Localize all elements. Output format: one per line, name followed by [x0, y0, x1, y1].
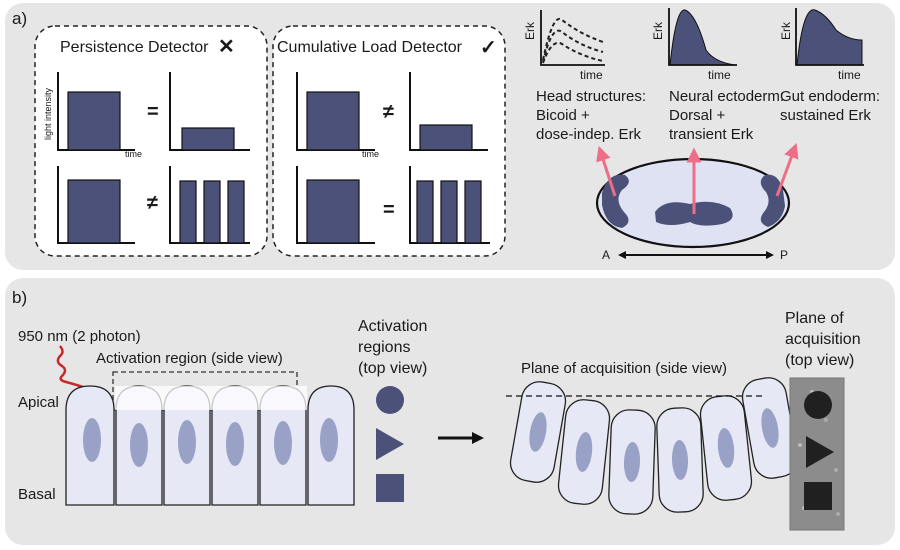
- posterior-label: P: [780, 248, 788, 262]
- light-pulse-bar: [227, 180, 245, 244]
- nucleus: [130, 423, 148, 467]
- erk-plot-gut: Erk time: [779, 8, 864, 82]
- time-axis-label: time: [708, 68, 731, 82]
- light-pulse-bar: [306, 179, 360, 244]
- nucleus: [320, 418, 338, 462]
- light-pulse-bar: [67, 179, 121, 244]
- acquisition-top-line-1: Plane of: [785, 310, 844, 327]
- erk-curve-dashed: [542, 29, 604, 63]
- not-equal-sign: ≠: [383, 101, 394, 123]
- persistence-plot-top-right: time: [125, 72, 250, 159]
- erk-curve-transient: [669, 9, 736, 66]
- persistence-title: Persistence Detector: [60, 39, 209, 56]
- triangle-activation-shape: [376, 428, 404, 460]
- activated-apical-region: [115, 386, 307, 410]
- nucleus: [761, 408, 779, 448]
- time-axis-label: time: [580, 68, 603, 82]
- time-axis-label: time: [838, 68, 861, 82]
- neural-ectoderm-line-2: Dorsal +: [669, 107, 726, 124]
- check-icon: ✓: [480, 37, 497, 59]
- head-structures-line-3: dose-indep. Erk: [536, 126, 642, 143]
- nucleus: [623, 442, 641, 482]
- light-pulse-bar: [203, 180, 221, 244]
- basal-label: Basal: [18, 486, 56, 503]
- cumulative-plot-top-left: [296, 72, 375, 151]
- acquisition-micrograph: [789, 377, 845, 531]
- light-pulse-bar: [416, 180, 434, 244]
- embryo-diagram: [595, 142, 799, 249]
- x-axis-label: time: [362, 149, 379, 159]
- light-pulse-bar: [419, 124, 473, 151]
- acquisition-top-line-3: (top view): [785, 352, 854, 369]
- panel-a-label: a): [12, 9, 27, 28]
- activation-regions-line-3: (top view): [358, 360, 427, 377]
- square-activation-shape: [376, 474, 404, 502]
- persistence-plot-bottom-right: [169, 166, 250, 244]
- light-pulse-bar: [67, 91, 121, 151]
- cumulative-plot-bottom-left: [296, 166, 375, 244]
- acquisition-side-label: Plane of acquisition (side view): [521, 360, 727, 377]
- square-pattern-dark: [804, 482, 832, 510]
- neural-ectoderm-line-3: transient Erk: [669, 126, 754, 143]
- head-structures-line-2: Bicoid +: [536, 107, 590, 124]
- gut-endoderm-line-2: sustained Erk: [780, 107, 871, 124]
- anterior-label: A: [602, 248, 610, 262]
- persistence-detector: Persistence Detector ✕ light intensity =…: [34, 25, 268, 257]
- erk-curve-sustained: [796, 9, 863, 66]
- acquisition-top-line-2: acquisition: [785, 331, 861, 348]
- panel-b-label: b): [12, 288, 27, 307]
- cumulative-plot-bottom-right: [409, 166, 490, 244]
- light-pulse-bar: [440, 180, 458, 244]
- nucleus: [529, 412, 547, 452]
- head-region: [602, 174, 629, 228]
- light-pulse-bar: [179, 180, 197, 244]
- nucleus: [717, 428, 735, 468]
- erk-plot-head: Erk time: [523, 10, 605, 82]
- nucleus: [83, 418, 101, 462]
- x-axis-label: time: [125, 149, 142, 159]
- laser-wavelength-label: 950 nm (2 photon): [18, 328, 141, 345]
- cumulative-plot-top-right: time: [362, 72, 488, 159]
- not-equal-sign: ≠: [147, 192, 158, 214]
- gut-arrow: [775, 142, 799, 197]
- light-pulse-bar: [464, 180, 482, 244]
- nucleus: [178, 420, 196, 464]
- gut-endoderm-line-1: Gut endoderm:: [780, 88, 880, 105]
- light-pulse-bar: [306, 91, 360, 151]
- persistence-plot-bottom-left: [57, 166, 135, 244]
- cumulative-title: Cumulative Load Detector: [277, 39, 463, 56]
- y-axis-label: light intensity: [43, 87, 53, 140]
- equal-sign: =: [147, 101, 159, 123]
- erk-axis-label: Erk: [651, 21, 665, 40]
- head-arrow: [596, 145, 617, 197]
- persistence-plot-top-left: light intensity: [43, 72, 135, 151]
- erk-curve-dashed: [542, 17, 604, 61]
- curved-epithelium: [509, 377, 799, 515]
- nucleus: [575, 432, 593, 472]
- head-structures-line-1: Head structures:: [536, 88, 646, 105]
- cumulative-load-detector: Cumulative Load Detector ✓ ≠ time =: [272, 25, 506, 257]
- triangle-pattern-dark: [806, 436, 834, 468]
- nucleus: [671, 440, 689, 480]
- circle-pattern-dark: [804, 391, 832, 419]
- circle-activation-shape: [376, 386, 404, 414]
- nucleus: [226, 422, 244, 466]
- neural-ectoderm-line-1: Neural ectoderm:: [669, 88, 784, 105]
- erk-axis-label: Erk: [523, 21, 537, 40]
- equal-sign: =: [383, 199, 395, 221]
- activation-region-side-label: Activation region (side view): [96, 350, 283, 367]
- epithelium-side-view: [65, 385, 355, 506]
- activation-regions-line-1: Activation: [358, 318, 427, 335]
- apical-label: Apical: [18, 394, 59, 411]
- light-pulse-bar: [181, 127, 235, 151]
- activation-regions-line-2: regions: [358, 339, 410, 356]
- erk-axis-label: Erk: [779, 21, 793, 40]
- cross-icon: ✕: [218, 36, 235, 58]
- erk-curve-dashed: [542, 41, 604, 64]
- nucleus: [274, 421, 292, 465]
- erk-plot-neural: Erk time: [651, 8, 737, 82]
